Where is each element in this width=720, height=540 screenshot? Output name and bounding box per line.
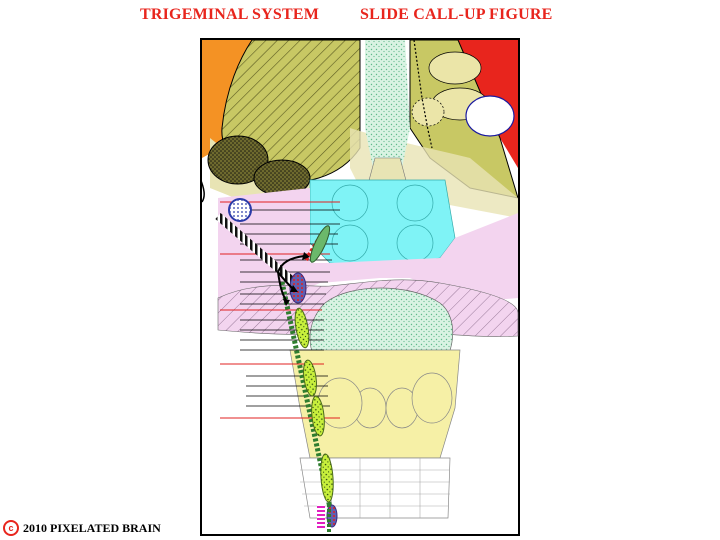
bottom-pink-marker	[317, 504, 325, 528]
copyright-text: 2010 PIXELATED BRAIN	[23, 520, 161, 535]
lower-grid	[299, 457, 451, 519]
mesencephalic-nucleus	[309, 225, 331, 263]
spinal-nucleus-caudalis	[320, 453, 334, 503]
midline-column	[365, 40, 410, 178]
figure-subtitle: SLIDE CALL-UP FIGURE	[360, 6, 553, 23]
title-bar: TRIGEMINAL SYSTEM SLIDE CALL-UP FIGURE	[0, 6, 720, 30]
spinal-nucleus-oralis	[294, 307, 310, 349]
trigeminal-root	[215, 212, 299, 288]
figure-title: TRIGEMINAL SYSTEM	[140, 6, 319, 23]
spinal-nucleus-interpolaris-1	[303, 359, 317, 397]
copyright-notice: c 2010 PIXELATED BRAIN	[3, 520, 161, 536]
copyright-icon: c	[3, 520, 19, 536]
spinal-nucleus-interpolaris-2	[311, 395, 325, 437]
principal-sensory-nucleus	[289, 272, 307, 304]
brainstem-section-diagram	[200, 38, 520, 536]
trigeminal-ganglion	[228, 198, 252, 222]
dark-dotted-mass-1	[207, 135, 269, 185]
